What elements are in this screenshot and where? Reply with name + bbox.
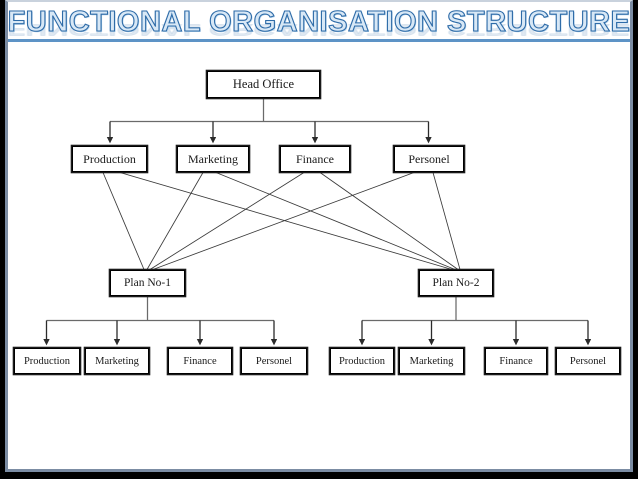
node-function-marketing-label: Marketing (188, 151, 238, 166)
node-plan2-finance-label: Finance (499, 355, 533, 367)
node-plan1-marketing-label: Marketing (95, 355, 139, 367)
node-plan1-finance-label: Finance (183, 355, 217, 367)
node-plan2-finance[interactable]: Finance (485, 348, 547, 374)
node-plan2-personel-label: Personel (569, 355, 607, 367)
node-plan2-marketing-label: Marketing (409, 355, 454, 367)
node-plan1-finance[interactable]: Finance (168, 348, 232, 374)
node-plan-no-1[interactable]: Plan No-1 (110, 270, 185, 296)
node-head-office[interactable]: Head Office (207, 71, 320, 98)
node-plan2-personel[interactable]: Personel (556, 348, 620, 374)
node-plan1-personel[interactable]: Personel (241, 348, 307, 374)
node-plan1-marketing[interactable]: Marketing (85, 348, 149, 374)
node-plan-no-2[interactable]: Plan No-2 (419, 270, 493, 296)
node-function-production-label: Production (83, 151, 136, 166)
node-function-marketing[interactable]: Marketing (177, 146, 249, 172)
node-plan2-production[interactable]: Production (330, 348, 394, 374)
node-function-personel[interactable]: Personel (394, 146, 464, 172)
node-plan1-production[interactable]: Production (14, 348, 80, 374)
node-plan-no-2-label: Plan No-2 (432, 277, 480, 289)
node-function-personel-label: Personel (408, 151, 450, 166)
node-function-production[interactable]: Production (72, 146, 147, 172)
node-plan-no-1-label: Plan No-1 (124, 277, 171, 289)
node-plan1-personel-label: Personel (255, 355, 293, 367)
node-plan2-production-label: Production (338, 355, 386, 367)
node-function-finance-label: Finance (296, 151, 334, 166)
node-head-office-label: Head Office (232, 77, 295, 91)
node-plan2-marketing[interactable]: Marketing (399, 348, 464, 374)
node-function-finance[interactable]: Finance (280, 146, 350, 172)
node-plan1-production-label: Production (23, 355, 71, 367)
